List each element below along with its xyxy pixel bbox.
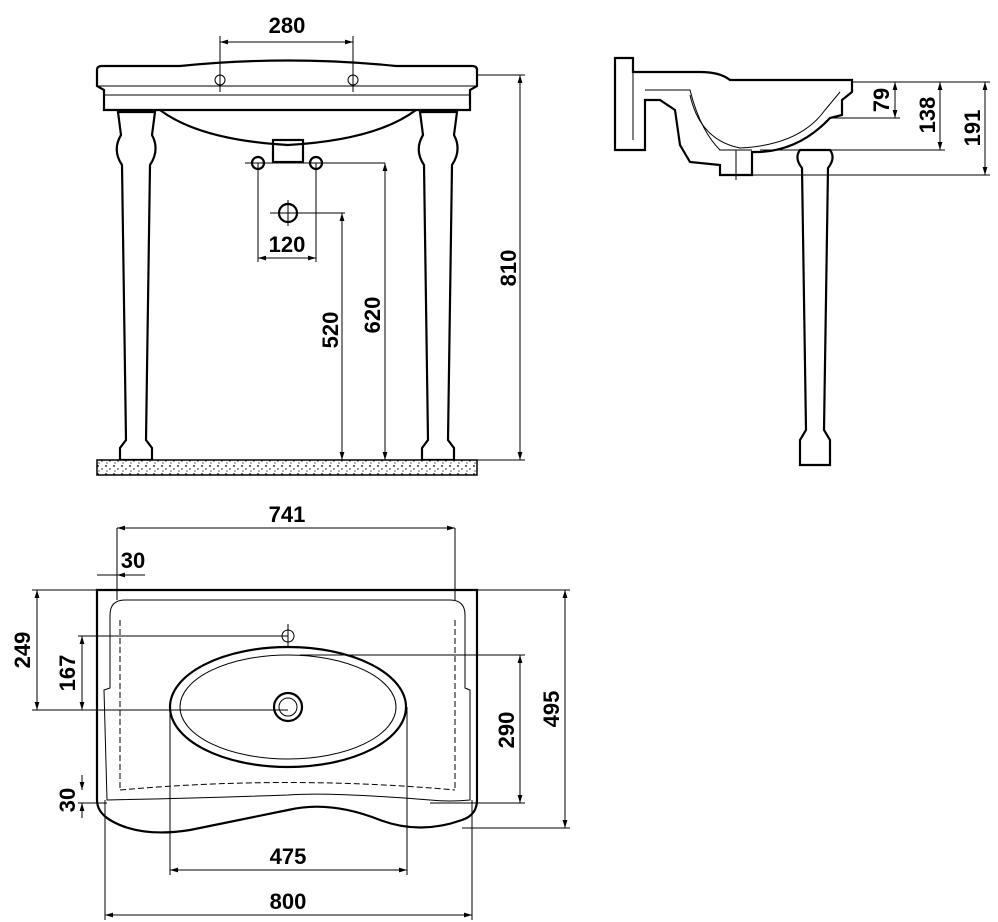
dim-620: 620	[360, 297, 385, 334]
dim-167: 167	[55, 655, 80, 692]
side-view: 79 138 191	[613, 56, 990, 467]
dim-249: 249	[10, 632, 35, 669]
dim-30-top: 30	[121, 548, 145, 573]
right-leg	[417, 110, 459, 462]
left-leg	[115, 110, 157, 462]
dim-30-front: 30	[55, 788, 80, 812]
dim-79: 79	[869, 88, 894, 112]
dim-810: 810	[496, 250, 521, 287]
floor	[96, 459, 478, 476]
dim-800: 800	[270, 889, 307, 914]
dim-120: 120	[269, 232, 306, 257]
dim-138: 138	[915, 97, 940, 134]
dim-280: 280	[269, 13, 306, 38]
front-view: 280 120 520 620 810	[95, 13, 525, 476]
top-view: 741 30 249 167 290 495 30 475 800	[10, 502, 570, 920]
dim-475: 475	[270, 844, 307, 869]
dim-290: 290	[494, 712, 519, 749]
dim-741: 741	[269, 502, 306, 527]
dim-520: 520	[318, 312, 343, 349]
dim-191: 191	[960, 110, 985, 147]
dim-495: 495	[539, 691, 564, 728]
